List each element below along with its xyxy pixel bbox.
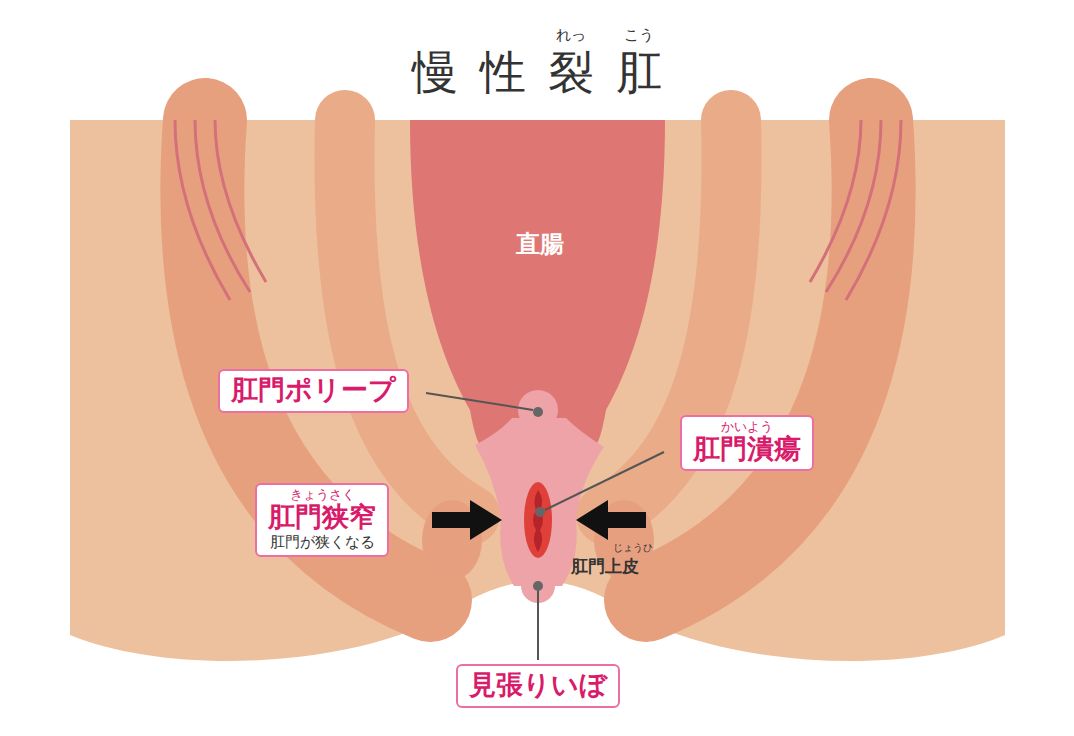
arrow-right (432, 500, 502, 540)
leader-line (426, 393, 533, 410)
muscle-stripe (826, 120, 881, 292)
term-text: 肛門ポリープ (231, 374, 396, 406)
furigana: れっ (556, 27, 586, 44)
furigana: こう (624, 27, 654, 44)
pointer-dot (535, 507, 545, 517)
title: 慢性裂肛 (412, 46, 684, 99)
rectum (410, 120, 665, 455)
ulcer (524, 482, 552, 558)
furigana: じょうひ (613, 542, 653, 554)
leader-line (537, 590, 539, 660)
furigana: かいよう (693, 420, 801, 433)
part-name: 肛門上皮 (571, 557, 639, 577)
leader-line (545, 452, 664, 510)
muscle-stripe (810, 120, 861, 282)
muscle-stripe (195, 120, 250, 292)
term-text: 肛門潰瘍 (693, 433, 801, 465)
furigana: きょうさく (268, 488, 376, 501)
polyp (518, 390, 558, 430)
callout-box: 肛門ポリープ (218, 369, 409, 412)
ulcer-core (533, 490, 543, 552)
note-text: 肛門が狭くなる (268, 533, 376, 551)
muscle-stripe (846, 120, 901, 300)
pointer-dot (533, 581, 543, 591)
callout-box: きょうさく肛門狭窄肛門が狭くなる (255, 483, 389, 557)
pointer-dot (533, 407, 543, 417)
muscle-stripe (215, 120, 266, 282)
skin-ground (70, 120, 1005, 661)
callout-box: 見張りいぼ (456, 664, 620, 707)
term-text: 見張りいぼ (469, 669, 607, 701)
part-name: 直腸 (516, 231, 564, 259)
arrow-left (576, 500, 646, 540)
callout-box: かいよう肛門潰瘍 (680, 415, 814, 471)
muscle-stripe (175, 120, 230, 300)
term-text: 肛門狭窄 (268, 501, 376, 533)
